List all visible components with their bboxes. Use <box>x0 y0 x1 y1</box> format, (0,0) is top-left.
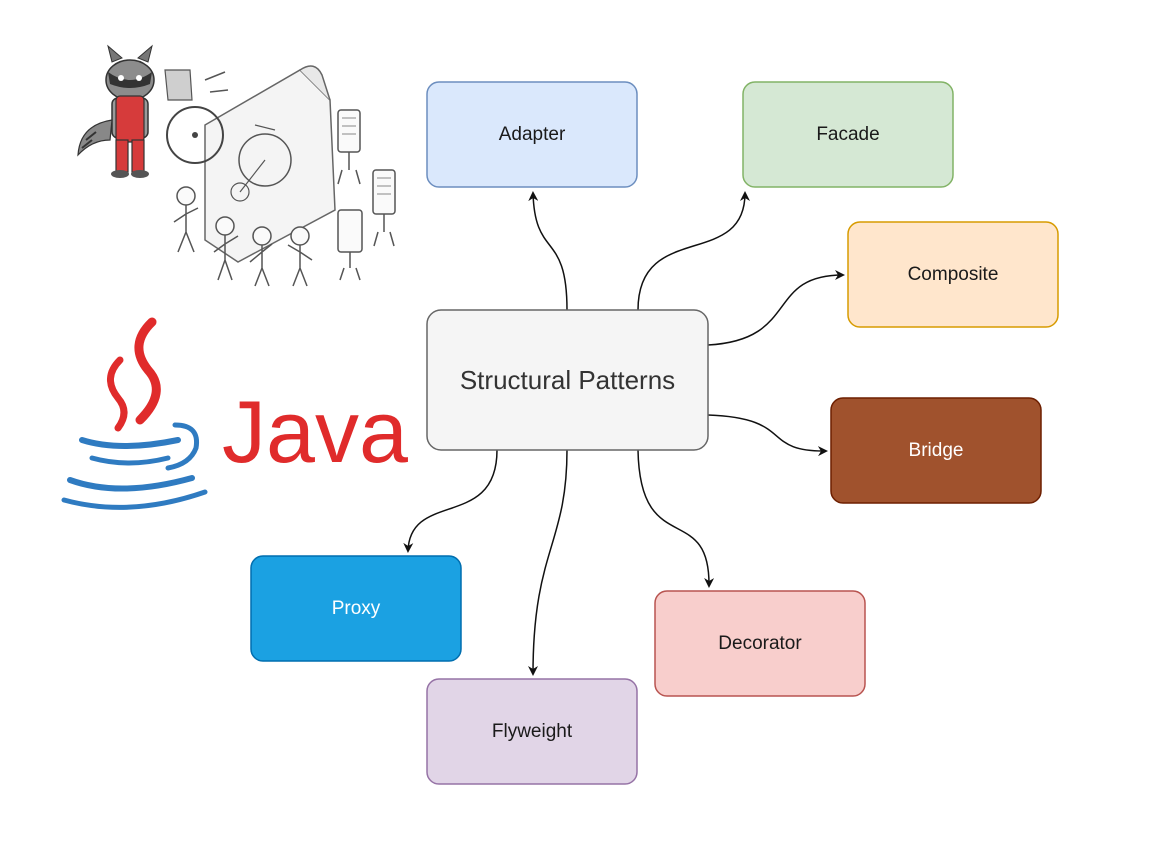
java-cup-steam-icon <box>107 317 161 432</box>
connector-facade <box>637 191 750 311</box>
node-decorator-label: Decorator <box>718 633 802 654</box>
node-facade-box[interactable] <box>742 81 954 188</box>
node-flyweight[interactable]: Flyweight <box>426 678 638 785</box>
java-cup-icon <box>61 422 208 510</box>
node-proxy-label: Proxy <box>332 598 381 619</box>
central-node-structural-patterns[interactable]: Structural Patterns <box>426 309 709 451</box>
node-composite[interactable]: Composite <box>847 221 1059 328</box>
node-adapter-box[interactable] <box>426 81 638 188</box>
node-decorator-box[interactable] <box>654 590 866 697</box>
node-decorator[interactable]: Decorator <box>654 590 866 697</box>
node-proxy[interactable]: Proxy <box>250 555 462 662</box>
java-logo-icon: Java <box>61 317 408 510</box>
node-adapter[interactable]: Adapter <box>426 81 638 188</box>
connector-adapter <box>528 191 568 311</box>
connector-composite <box>707 270 845 346</box>
node-flyweight-box[interactable] <box>426 678 638 785</box>
node-bridge[interactable]: Bridge <box>830 397 1042 504</box>
connector-bridge <box>707 414 828 457</box>
node-bridge-box[interactable] <box>830 397 1042 504</box>
java-wordmark: Java <box>222 382 408 481</box>
connector-decorator <box>637 449 715 588</box>
raccoon-and-robots-illustration-icon <box>77 44 396 287</box>
node-bridge-label: Bridge <box>909 440 964 461</box>
node-composite-box[interactable] <box>847 221 1059 328</box>
node-proxy-box[interactable] <box>250 555 462 662</box>
node-composite-label: Composite <box>908 264 999 285</box>
connectors <box>403 191 845 676</box>
central-node-box[interactable] <box>426 309 709 451</box>
node-facade[interactable]: Facade <box>742 81 954 188</box>
node-facade-label: Facade <box>816 124 879 145</box>
central-node-label: Structural Patterns <box>460 365 675 395</box>
connector-proxy <box>403 449 498 553</box>
node-adapter-label: Adapter <box>499 124 566 145</box>
node-flyweight-label: Flyweight <box>492 721 573 742</box>
connector-flyweight <box>528 449 568 676</box>
